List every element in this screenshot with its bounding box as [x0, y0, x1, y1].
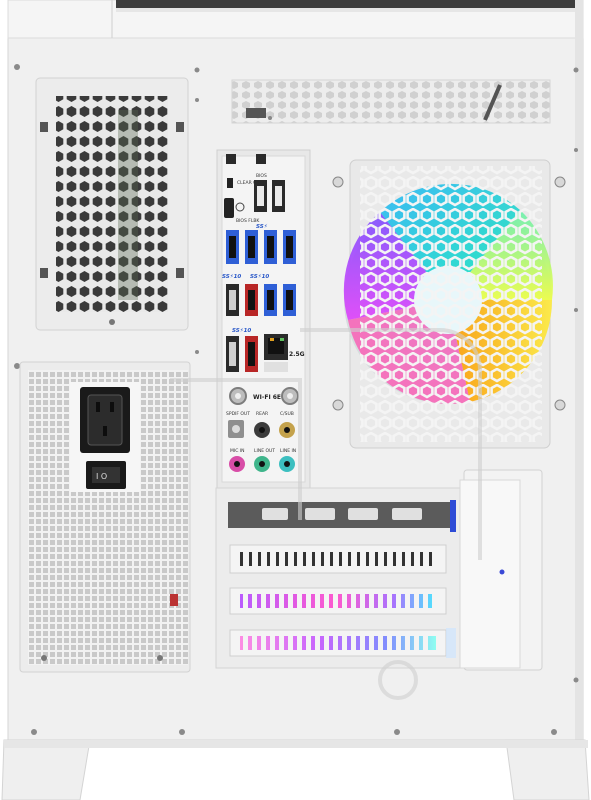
- csub-label: C/SUB: [280, 411, 294, 417]
- bios-flbk-label: BIOS FLBK: [236, 218, 260, 224]
- mic-in-label: MIC IN: [230, 448, 244, 454]
- lan-speed-label: 2.5G: [289, 351, 305, 358]
- usb-10g-label: SS⚡10: [250, 273, 269, 280]
- usb-10g-label-2: SS⚡10: [232, 327, 251, 334]
- clear-cmos-label: CLEAR CMOS: [237, 180, 267, 186]
- bios-label: BIOS: [256, 173, 267, 179]
- expansion-slot-cover: [229, 544, 447, 574]
- bios-flashback-button[interactable]: [224, 198, 234, 218]
- svg-text:I O: I O: [96, 472, 107, 481]
- spdif-label: SPDIF OUT: [226, 411, 250, 417]
- wifi-label: WI-FI 6E: [253, 394, 281, 401]
- watermark-logo-icon: [170, 328, 482, 700]
- rear-label: REAR: [256, 411, 268, 417]
- usb-10g-label: SS⚡10: [222, 273, 241, 280]
- line-in-label: LINE IN: [280, 448, 296, 454]
- right-foot: [505, 739, 590, 800]
- usb-speed-label: SS⚡: [256, 223, 268, 230]
- left-foot: [1, 739, 91, 800]
- line-out-label: LINE OUT: [254, 448, 275, 454]
- chassis-screws: [14, 64, 579, 735]
- top-vent: [231, 79, 551, 124]
